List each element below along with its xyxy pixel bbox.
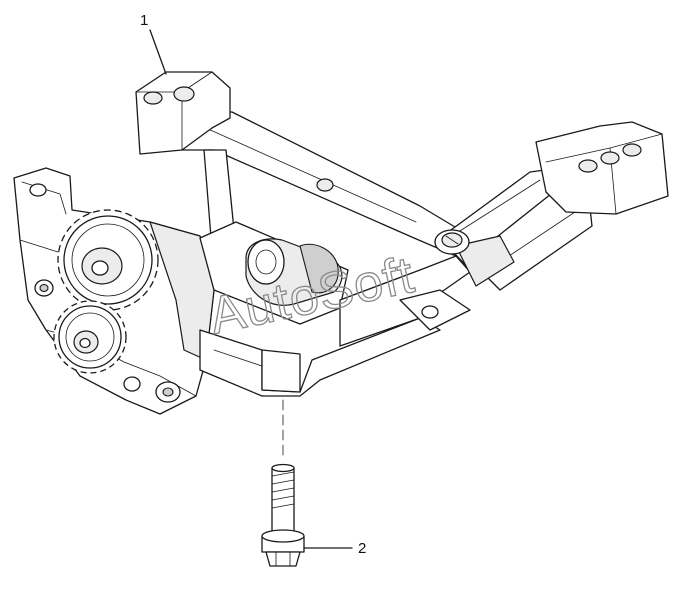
left-mounting-bracket (135, 71, 231, 155)
lower-idler-gear (53, 300, 127, 374)
callout-2-label: 2 (358, 540, 366, 557)
mounting-bolt (261, 399, 305, 567)
upper-drive-gear (57, 209, 159, 311)
callout-1: 1 (140, 12, 167, 75)
frame-bolt-head (434, 229, 470, 255)
callout-2: 2 (303, 540, 366, 557)
main-frame (181, 111, 471, 397)
callout-1-label: 1 (140, 12, 148, 29)
right-mounting-bracket (535, 121, 669, 215)
